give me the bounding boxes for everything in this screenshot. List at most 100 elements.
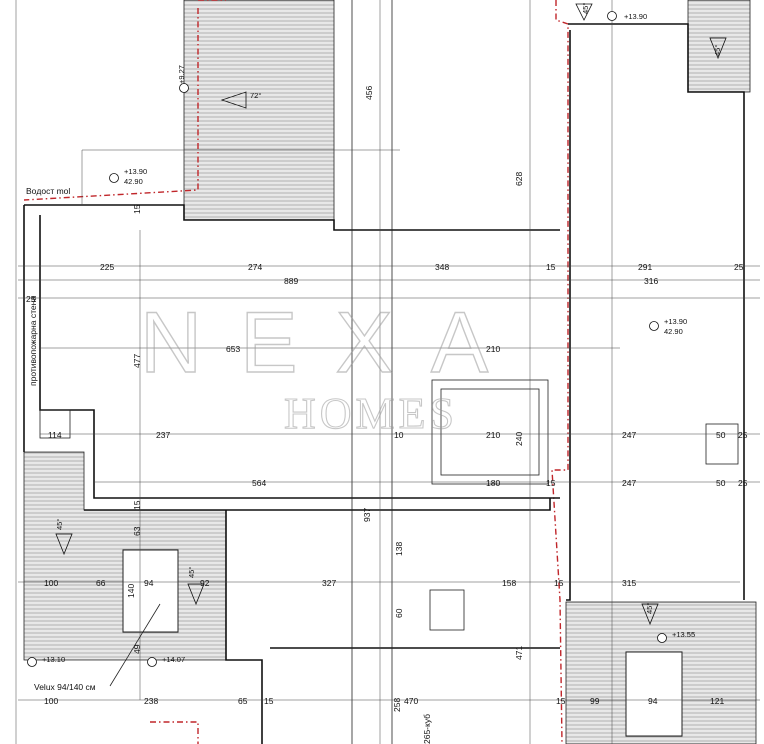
dim-label: 15: [556, 696, 566, 706]
svg-text:45°: 45°: [187, 567, 196, 578]
dim-label: 15: [132, 204, 142, 214]
note-stair: 265-куб: [422, 714, 432, 744]
elevation-mark-1: +9.27: [177, 65, 189, 93]
dim-label: 477: [132, 354, 142, 368]
dim-label: 25: [26, 294, 36, 304]
slope-arrow-1: 72°: [220, 91, 261, 109]
roof-slopes: 72° 45° 45° 45° 45° 45°: [55, 3, 727, 626]
dim-label: 140: [126, 584, 136, 598]
dim-label: 327: [322, 578, 336, 588]
walls: [23, 0, 745, 744]
velux-window-right: [625, 651, 683, 737]
dim-label: 291: [638, 262, 652, 272]
watermark-brand: NEXA: [140, 295, 526, 391]
dim-label: 60: [394, 608, 404, 618]
dim-label: 94: [648, 696, 658, 706]
dim-label: 92: [200, 578, 210, 588]
note-velux: Velux 94/140 см: [34, 682, 96, 692]
dim-label: 121: [710, 696, 724, 706]
dim-label: 50: [716, 430, 726, 440]
dim-label: 114: [48, 430, 62, 440]
slope-arrow-4: 45°: [55, 519, 73, 556]
slope-arrow-6: 45°: [641, 603, 659, 626]
dim-label: 225: [100, 262, 114, 272]
dim-label: 10: [394, 430, 404, 440]
dim-label: 100: [44, 578, 58, 588]
dim-label: 628: [514, 172, 524, 186]
dim-label: 25: [734, 262, 744, 272]
dim-label: 49: [132, 644, 142, 654]
elevation-mark-6: +14.07: [147, 655, 185, 667]
elevation-mark-7: +13.55: [657, 630, 695, 643]
dim-label: 15: [546, 262, 556, 272]
svg-text:45°: 45°: [713, 45, 722, 56]
watermark-sub: HOMES: [284, 389, 458, 438]
dim-label: 937: [362, 508, 372, 522]
stair-opening: [431, 379, 549, 485]
slope-arrow-3: 45°: [709, 37, 727, 60]
dim-label: 348: [435, 262, 449, 272]
dim-label: 50: [716, 478, 726, 488]
svg-text:+14.07: +14.07: [162, 655, 185, 664]
dim-label: 66: [96, 578, 106, 588]
dim-label: 238: [144, 696, 158, 706]
dimension-lines: [15, 0, 760, 744]
note-firewall: противопожарна стена: [28, 296, 38, 386]
dimension-texts-vertical: 456 628 477 15 15 63 140 49 937 138 240 …: [126, 86, 524, 712]
roof-areas: [23, 0, 757, 744]
dim-label: 25: [738, 430, 748, 440]
dim-label: 315: [622, 578, 636, 588]
dim-label: 25: [738, 478, 748, 488]
dim-label: 15: [264, 696, 274, 706]
dim-label: 258: [392, 698, 402, 712]
svg-text:42.90: 42.90: [124, 177, 143, 186]
dim-label: 180: [486, 478, 500, 488]
dim-label: 210: [486, 344, 500, 354]
svg-text:+13.90: +13.90: [624, 12, 647, 21]
elevation-mark-4: +13.90 42.90: [649, 317, 687, 336]
svg-text:42.90: 42.90: [664, 327, 683, 336]
velux-window-left: [122, 549, 179, 633]
svg-text:45°: 45°: [581, 3, 590, 14]
svg-text:45°: 45°: [645, 603, 654, 614]
dim-label: 471: [514, 646, 524, 660]
dim-label: 15: [546, 478, 556, 488]
dim-label: 564: [252, 478, 266, 488]
roof-area-top: [183, 0, 335, 221]
dim-label: 240: [514, 432, 524, 446]
elevation-mark-2: +13.90 42.90: [109, 167, 147, 186]
svg-text:+13.55: +13.55: [672, 630, 695, 639]
dim-label: 274: [248, 262, 262, 272]
svg-text:+13.10: +13.10: [42, 655, 65, 664]
dim-label: 65: [238, 696, 248, 706]
dim-label: 316: [644, 276, 658, 286]
svg-text:+13.90: +13.90: [124, 167, 147, 176]
elevation-mark-3: +13.90: [607, 11, 647, 21]
dim-label: 100: [44, 696, 58, 706]
svg-text:45°: 45°: [55, 519, 64, 530]
note-storage: Вoдост mol: [26, 186, 70, 196]
elevation-marks: +9.27 +13.90 42.90 +13.90 +13.90 42.90 +…: [27, 11, 695, 667]
dim-label: 158: [502, 578, 516, 588]
dimension-texts-horizontal: 225 274 348 15 291 25 25 889 316 653 210…: [26, 262, 748, 706]
dim-label: 653: [226, 344, 240, 354]
slope-arrow-5: 45°: [187, 567, 205, 606]
notes: Вoдост mol противопожарна стена Velux 94…: [26, 186, 432, 744]
dim-label: 210: [486, 430, 500, 440]
dim-label: 247: [622, 478, 636, 488]
elevation-mark-5: +13.10: [27, 655, 65, 667]
svg-text:+9.27: +9.27: [177, 65, 186, 84]
dim-label: 138: [394, 542, 404, 556]
watermark: NEXA HOMES: [139, 294, 526, 438]
dim-label: 99: [590, 696, 600, 706]
svg-text:+13.90: +13.90: [664, 317, 687, 326]
dim-label: 889: [284, 276, 298, 286]
dim-label: 456: [364, 86, 374, 100]
dim-label: 247: [622, 430, 636, 440]
dim-label: 15: [132, 500, 142, 510]
dim-label: 63: [132, 526, 142, 536]
dim-label: 94: [144, 578, 154, 588]
dim-label: 15: [554, 578, 564, 588]
dim-label: 470: [404, 696, 418, 706]
